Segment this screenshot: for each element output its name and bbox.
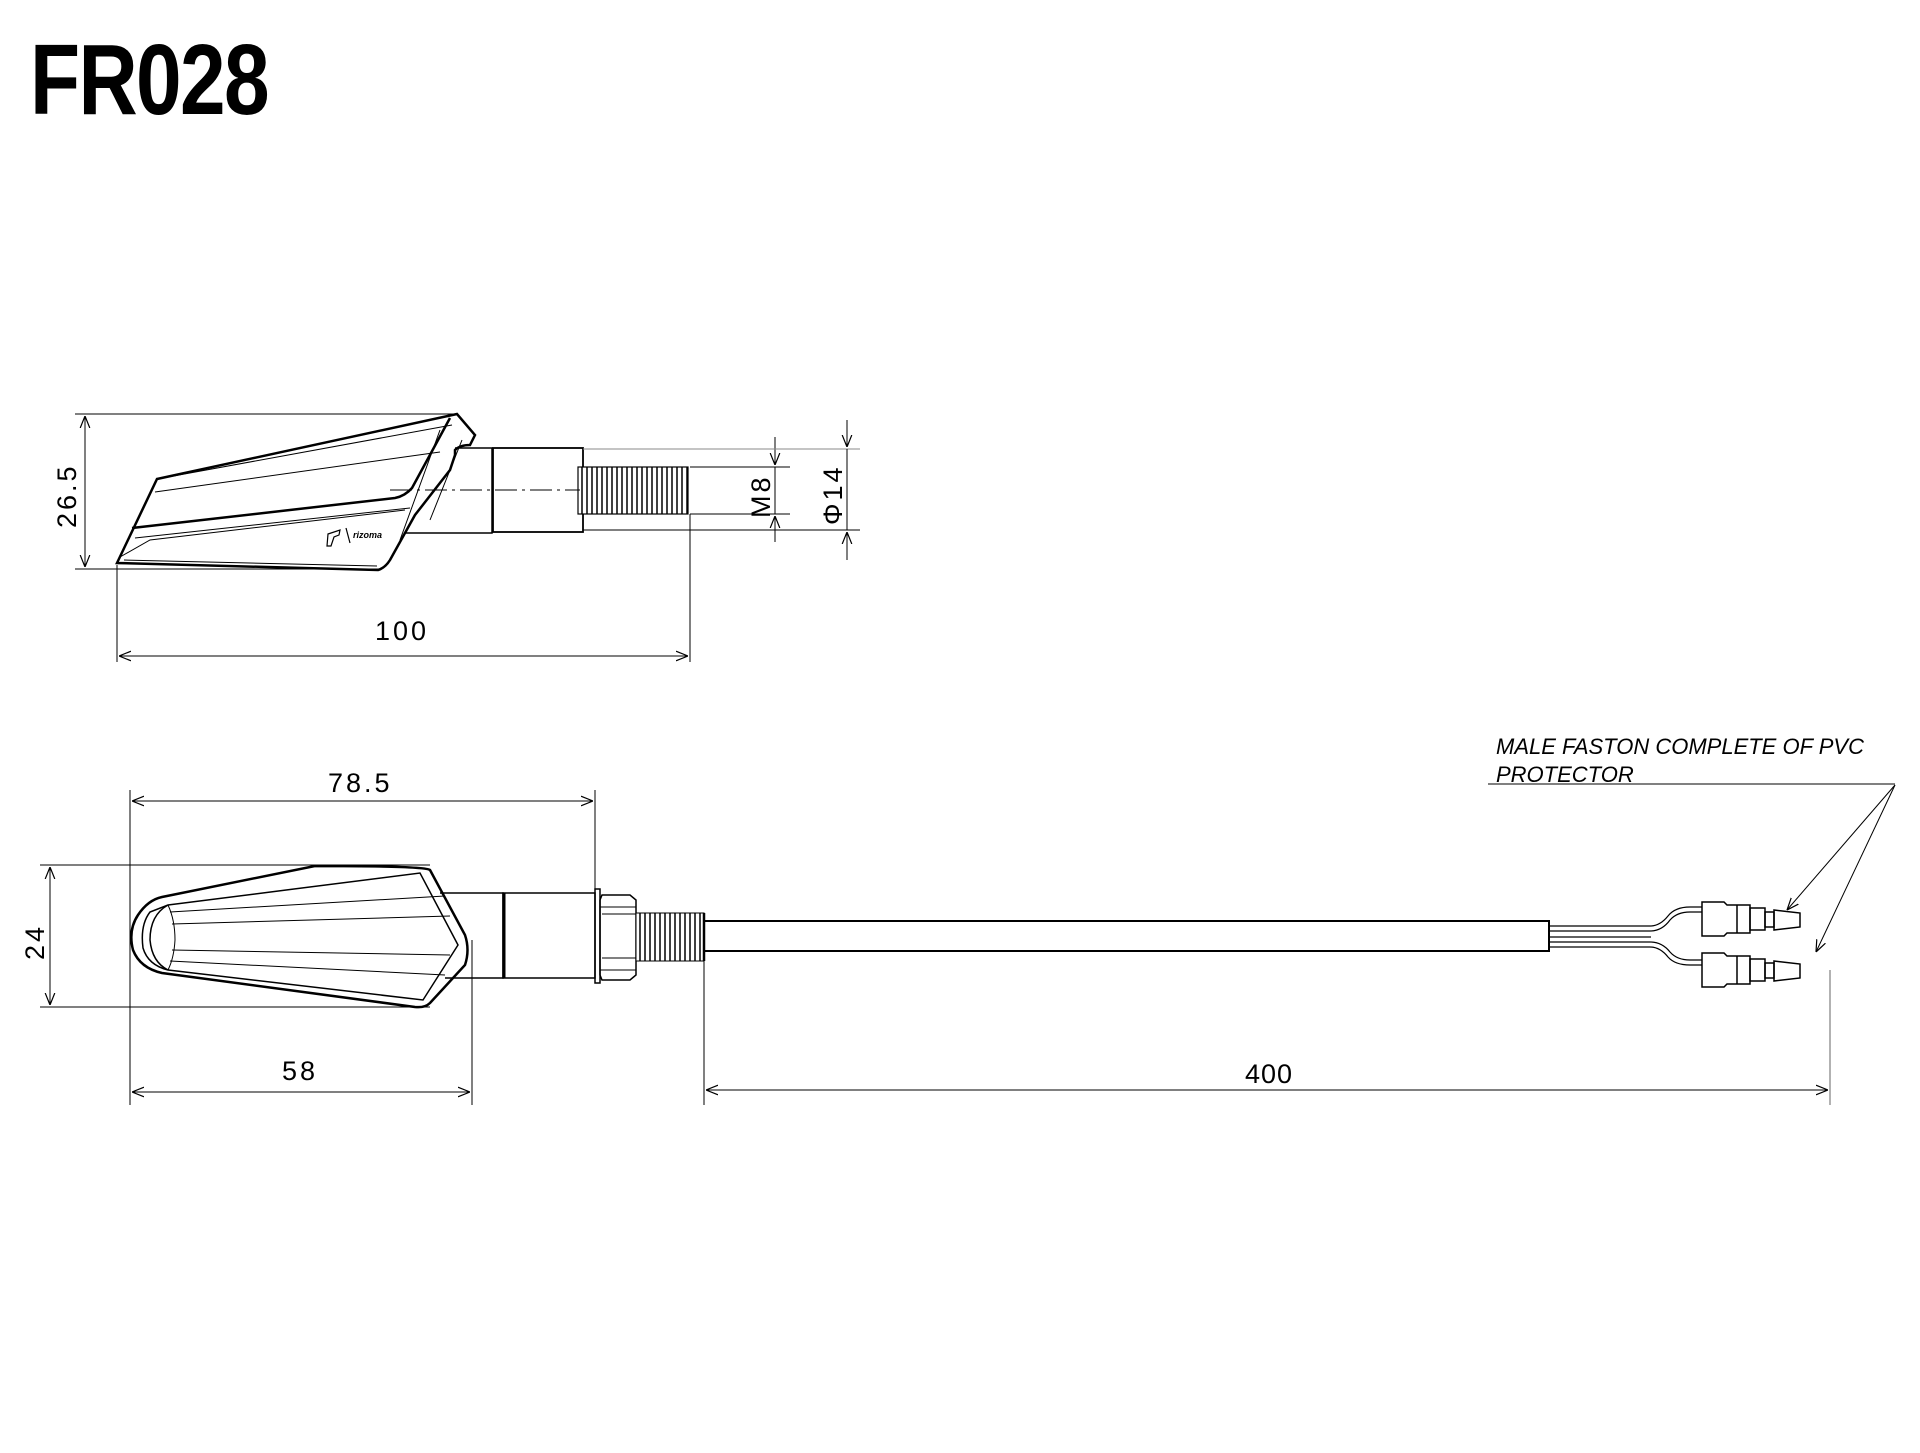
dim-height-26-5 (75, 413, 455, 570)
faston-note-leader (1488, 783, 1896, 952)
part-number-title: FR028 (30, 24, 270, 136)
dim-width-24 (40, 864, 430, 1008)
faston-note-line2: PROTECTOR (1496, 762, 1634, 787)
side-lens-body (115, 412, 477, 572)
dim-height-label: 26.5 (52, 463, 82, 528)
cable (703, 906, 1702, 966)
side-threaded-stud (577, 466, 689, 515)
dim-400-label: 400 (1245, 1059, 1293, 1089)
faston-note-line1: MALE FASTON COMPLETE OF PVC (1496, 734, 1864, 759)
dim-diameter-14 (583, 420, 860, 560)
dim-length-label: 100 (375, 616, 429, 646)
top-view: MALE FASTON COMPLETE OF PVC PROTECTOR 78… (20, 734, 1896, 1105)
dim-24-label: 24 (20, 924, 50, 960)
dim-58-label: 58 (282, 1056, 318, 1086)
rizoma-logo: rizoma (326, 527, 382, 547)
side-view: rizoma (52, 412, 860, 662)
dim-78-5-label: 78.5 (328, 768, 393, 798)
faston-connector-upper (1701, 901, 1801, 937)
faston-connector-lower (1701, 952, 1801, 988)
top-lens-body (130, 864, 469, 1009)
dim-thread-label: M8 (746, 474, 776, 518)
dim-length-78-5 (129, 790, 596, 1105)
top-threaded-stud (635, 912, 706, 962)
dim-lens-58 (132, 940, 473, 1105)
dim-thread-m8 (690, 437, 790, 542)
top-nut (594, 888, 637, 984)
logo-text: rizoma (353, 530, 382, 540)
dim-length-100 (116, 514, 691, 662)
dim-cable-400 (703, 961, 1831, 1105)
dim-diameter-label: Φ14 (818, 464, 848, 525)
